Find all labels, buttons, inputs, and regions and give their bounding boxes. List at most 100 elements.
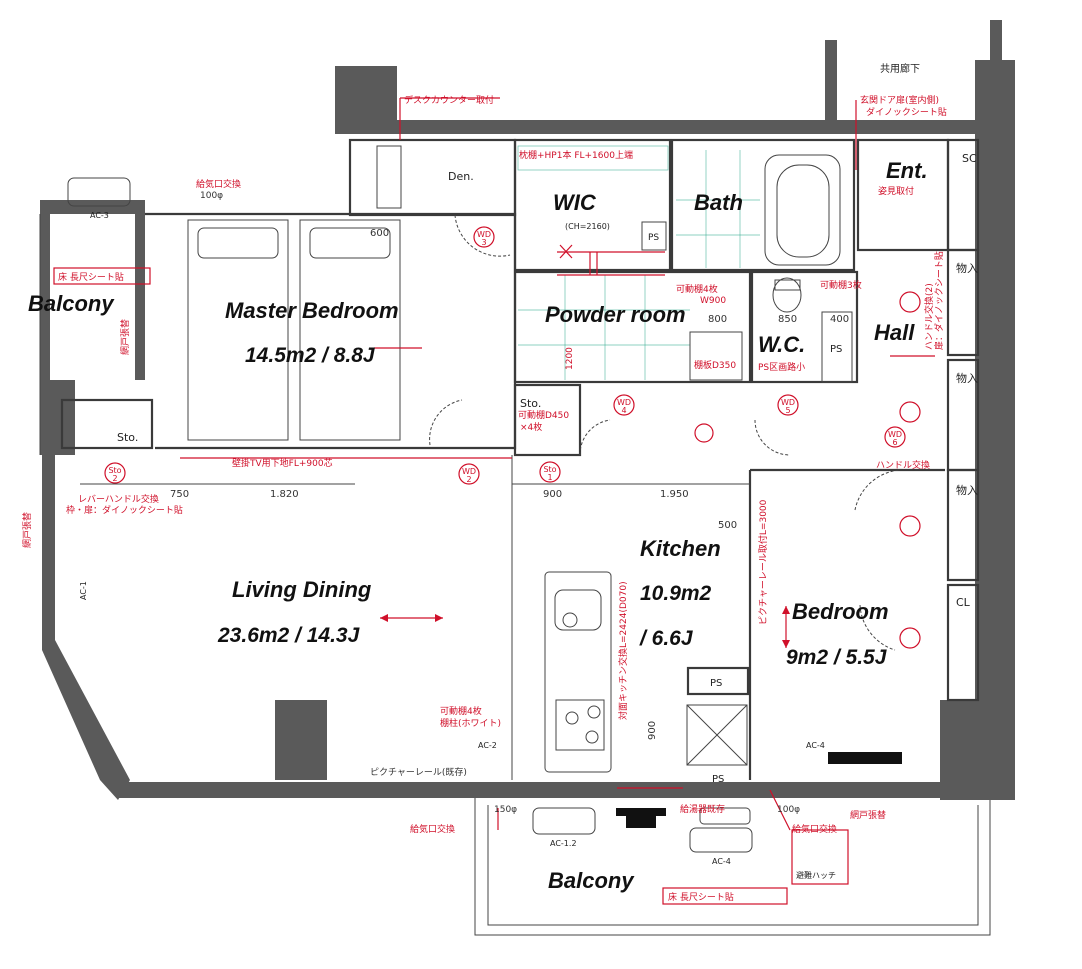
note-entrance-door: 玄関ドア扉(室内側) [860, 94, 939, 106]
balcony-south-name: Balcony [548, 868, 635, 893]
note-basin: 棚板D350 [694, 359, 736, 371]
note-balcony-sheet-south: 床 長尺シート貼 [668, 891, 734, 903]
note-net-door-left: 網戸張替 [21, 512, 33, 548]
small-labels: Sto. Sto. SC CL 物入 物入 物入 PS PS PS PS 共用廊… [79, 62, 978, 866]
dim-1820: 1.820 [270, 489, 299, 500]
powder-room-name: Powder room [545, 302, 686, 327]
closet2-label: 物入 [956, 371, 978, 385]
dim-100a: 100φ [200, 191, 223, 201]
corridor-label: 共用廊下 [880, 62, 920, 75]
note-mirror: 姿見取付 [878, 185, 914, 197]
door-swings [429, 214, 901, 651]
ac3-label: AC-3 [90, 211, 109, 220]
note-lever-handle: レバーハンドル交換 [78, 493, 159, 505]
note-shelf-pillar: 棚柱(ホワイト) [440, 717, 501, 729]
dim-1950: 1.950 [660, 489, 689, 500]
dim-1200: 1200 [565, 347, 575, 370]
partitions [39, 138, 991, 936]
notes: デスクカウンター取付 給気口交換 床 長尺シート貼 網戸張替 枕棚+HP1本 F… [21, 94, 947, 903]
living-dining-area: 23.6m2 / 14.3J [217, 624, 361, 647]
dim-600: 600 [370, 228, 389, 239]
note-sto-shelf: 可動棚D450 [518, 409, 569, 421]
dim-150: 150φ [494, 805, 517, 815]
note-lever-handle-hall: ハンドル交換(2) [923, 283, 935, 350]
note-net-door-south: 網戸張替 [850, 809, 886, 821]
living-dining-name: Living Dining [232, 577, 372, 602]
dim-800: 800 [708, 314, 727, 325]
ac12-out-label: AC-1.2 [550, 839, 577, 848]
note-movable-shelf-4: 可動棚4枚 [676, 283, 718, 295]
bedroom-name: Bedroom [792, 599, 889, 624]
wic-note: (CH=2160) [565, 222, 610, 231]
cl-label: CL [956, 596, 971, 609]
note-balcony-sheet-west: 床 長尺シート貼 [58, 271, 124, 283]
den-name: Den. [448, 170, 474, 183]
sc-label: SC [962, 152, 977, 165]
note-picture-rail-bedroom: ピクチャーレール取付L=3000 [758, 499, 769, 625]
kitchen-area-line2: / 6.6J [639, 627, 694, 650]
balcony-west-name: Balcony [28, 291, 115, 316]
bath-name: Bath [694, 190, 743, 215]
note-movable-shelf-living: 可動棚4枚 [440, 705, 482, 717]
entrance-name: Ent. [886, 158, 928, 183]
note-picture-rail: ピクチャーレール(既存) [370, 766, 467, 778]
ac4-label: AC-4 [806, 741, 825, 750]
note-shelf-pipe: 枕棚+HP1本 FL+1600上端 [519, 149, 633, 161]
sto-center-label: Sto. [520, 397, 541, 410]
dim-900a: 900 [543, 489, 562, 500]
sto-left-label: Sto. [117, 431, 138, 444]
note-system-kitchen: 対面キッチン交換L=2424(D070) [617, 581, 629, 720]
dim-100b: 100φ [777, 805, 800, 815]
ps-wc-label: PS [830, 344, 842, 355]
tile-grids [517, 145, 760, 380]
note-dial-sheet: 枠・扉：ダイノックシート貼 [66, 504, 183, 516]
ps-bath-label: PS [648, 233, 659, 243]
walls [40, 20, 1015, 800]
dim-750: 750 [170, 489, 189, 500]
dim-500: 500 [718, 520, 737, 531]
room-labels: Master Bedroom 14.5m2 / 8.8J Living Dini… [28, 158, 928, 893]
note-water-heater: 給湯器既存 [680, 803, 725, 815]
note-w900: W900 [700, 296, 726, 306]
note-dial-sheet-hall: 扉：ダイノックシート貼 [933, 251, 945, 350]
note-evac-hatch: 避難ハッチ [796, 870, 836, 880]
kitchen-name: Kitchen [640, 536, 721, 561]
fixtures [53, 145, 902, 905]
note-ps-ceiling: PS区画路小 [758, 361, 805, 373]
master-bedroom-area: 14.5m2 / 8.8J [245, 344, 376, 367]
note-net-door-west: 網戸張替 [119, 319, 131, 355]
wc-name: W.C. [758, 332, 805, 357]
master-bedroom-name: Master Bedroom [225, 298, 399, 323]
note-desk-counter: デスクカウンター取付 [404, 94, 494, 106]
ac2-label: AC-2 [478, 741, 497, 750]
dim-400: 400 [830, 314, 849, 325]
note-supply-vent-top: 給気口交換 [196, 178, 241, 190]
ac4-out-label: AC-4 [712, 857, 731, 866]
note-movable-shelf-3: 可動棚3枚 [820, 279, 862, 291]
note-sto-shelf-count: ×4枚 [520, 421, 542, 433]
dim-850: 850 [778, 314, 797, 325]
note-supply-vent-bottom-right: 給気口交換 [792, 823, 837, 835]
annotation-lines [180, 97, 935, 831]
closet3-label: 物入 [956, 483, 978, 497]
ps-kitchen-label: PS [710, 678, 722, 689]
wic-name: WIC [553, 190, 597, 215]
dimensions: 600 750 1.820 900 1.950 500 850 400 800 … [80, 191, 849, 815]
dim-900b: 900 [647, 721, 658, 740]
note-handle-change: ハンドル交換 [876, 459, 930, 471]
note-entrance-door2: ダイノックシート貼 [866, 106, 947, 118]
kitchen-area-line1: 10.9m2 [640, 582, 712, 605]
ac1-label: AC-1 [79, 581, 88, 600]
hall-name: Hall [874, 320, 915, 345]
closet1-label: 物入 [956, 261, 978, 275]
ps-bottom-label: PS [712, 774, 724, 785]
note-supply-vent-bottom-left: 給気口交換 [410, 823, 455, 835]
